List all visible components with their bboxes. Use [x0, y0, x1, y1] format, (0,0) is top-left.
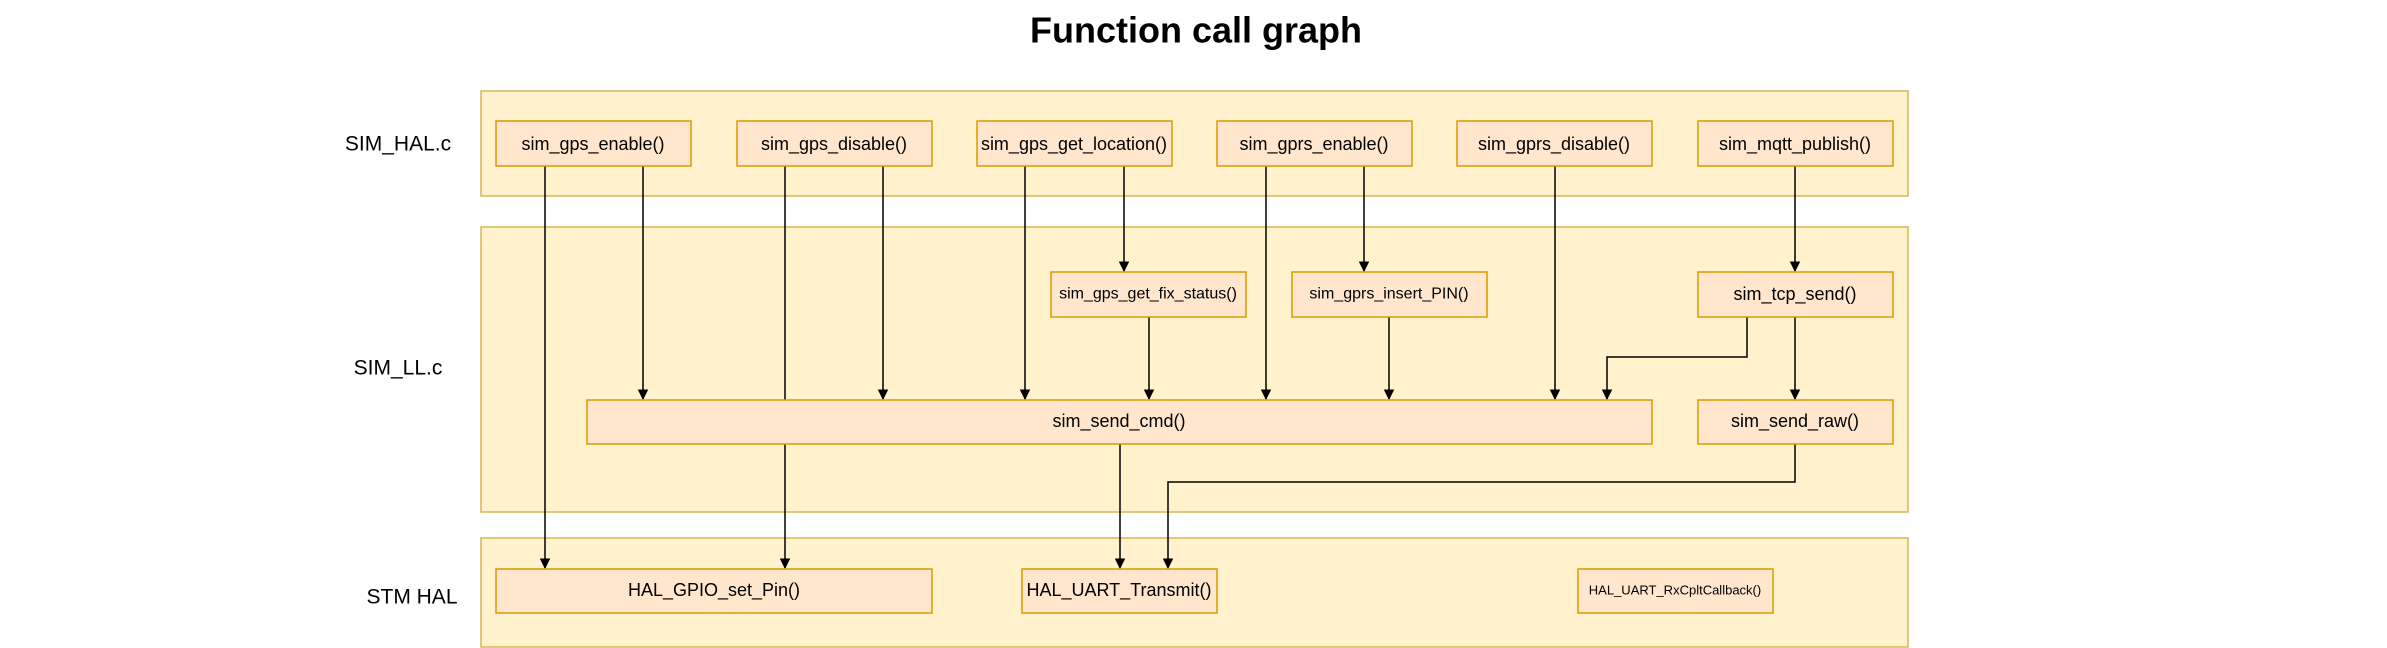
node-hal-uart-transmit: HAL_UART_Transmit()	[1021, 568, 1218, 614]
node-sim-gprs-insert-pin: sim_gprs_insert_PIN()	[1291, 271, 1488, 318]
layer-label-stm-hal: STM HAL	[366, 586, 457, 609]
node-sim-mqtt-publish-label: sim_mqtt_publish()	[1719, 134, 1871, 155]
node-hal-gpio-set-pin: HAL_GPIO_set_Pin()	[495, 568, 933, 614]
node-hal-uart-transmit-label: HAL_UART_Transmit()	[1026, 580, 1211, 601]
node-sim-gps-disable: sim_gps_disable()	[736, 120, 933, 167]
node-sim-gps-enable: sim_gps_enable()	[495, 120, 692, 167]
node-sim-gprs-enable: sim_gprs_enable()	[1216, 120, 1413, 167]
layer-label-sim-ll: SIM_LL.c	[354, 357, 443, 380]
node-sim-gps-get-fix-status: sim_gps_get_fix_status()	[1050, 271, 1247, 318]
node-hal-uart-rxcpltcallback-label: HAL_UART_RxCpltCallback()	[1589, 583, 1761, 598]
edge-send-raw-to-hal-uart-transmit	[1162, 444, 1796, 570]
node-sim-send-raw: sim_send_raw()	[1697, 399, 1894, 445]
layer-sim-ll	[480, 226, 1909, 513]
node-sim-gps-get-fix-status-label: sim_gps_get_fix_status()	[1059, 286, 1237, 303]
node-sim-gps-disable-label: sim_gps_disable()	[761, 134, 907, 155]
node-sim-gprs-disable: sim_gprs_disable()	[1456, 120, 1653, 167]
node-sim-send-cmd: sim_send_cmd()	[586, 399, 1653, 445]
diagram-title: Function call graph	[1030, 10, 1362, 51]
node-sim-mqtt-publish: sim_mqtt_publish()	[1697, 120, 1894, 167]
node-sim-send-cmd-label: sim_send_cmd()	[1052, 411, 1185, 432]
layer-sim-hal	[480, 90, 1909, 197]
layer-label-sim-hal: SIM_HAL.c	[345, 133, 451, 156]
node-sim-gprs-enable-label: sim_gprs_enable()	[1239, 134, 1388, 155]
node-sim-gprs-disable-label: sim_gprs_disable()	[1478, 134, 1630, 155]
edge-tcp-send-to-send-cmd	[1601, 317, 1748, 401]
node-sim-gps-get-location: sim_gps_get_location()	[976, 120, 1173, 167]
node-sim-send-raw-label: sim_send_raw()	[1731, 411, 1859, 432]
node-sim-tcp-send: sim_tcp_send()	[1697, 271, 1894, 318]
node-sim-gprs-insert-pin-label: sim_gprs_insert_PIN()	[1309, 286, 1468, 303]
node-sim-gps-enable-label: sim_gps_enable()	[521, 134, 664, 155]
node-hal-gpio-set-pin-label: HAL_GPIO_set_Pin()	[628, 580, 800, 601]
node-hal-uart-rxcpltcallback: HAL_UART_RxCpltCallback()	[1577, 568, 1774, 614]
node-sim-gps-get-location-label: sim_gps_get_location()	[981, 134, 1167, 155]
node-sim-tcp-send-label: sim_tcp_send()	[1733, 284, 1856, 305]
edges	[539, 166, 1801, 570]
